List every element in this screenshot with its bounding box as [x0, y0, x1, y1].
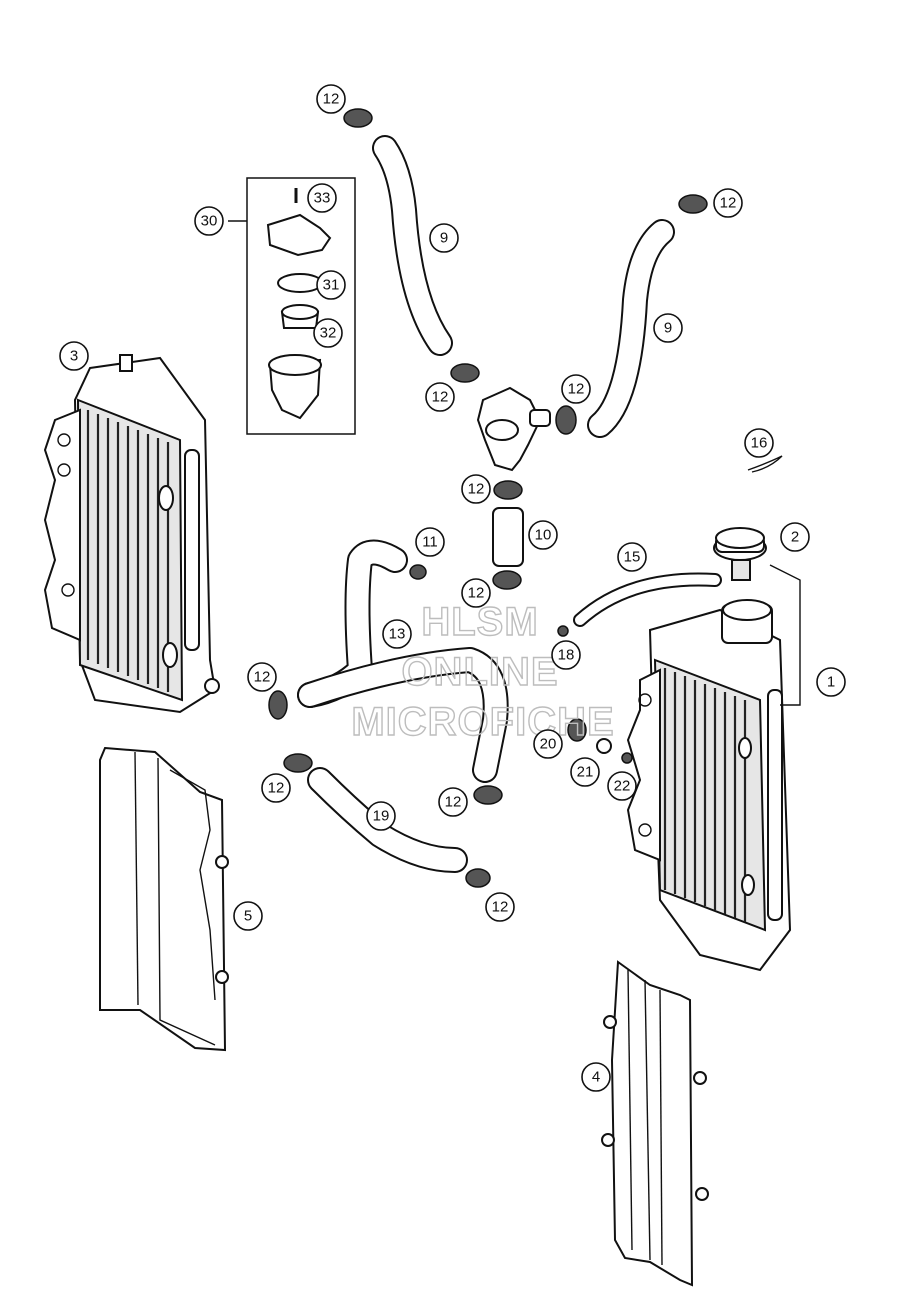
- callout-32: 32: [313, 318, 343, 348]
- callout-18: 18: [551, 640, 581, 670]
- callout-label: 30: [201, 213, 218, 230]
- callout-label: 9: [440, 230, 448, 247]
- callout-12b: 12: [713, 188, 743, 218]
- watermark: HLSM ONLINE MICROFICHE: [351, 599, 615, 744]
- callout-label: 12: [432, 389, 449, 406]
- callout-15: 15: [617, 542, 647, 572]
- radiator-cap: [713, 527, 767, 581]
- callout-label: 12: [492, 899, 509, 916]
- callout-9b: 9: [653, 313, 683, 343]
- callout-label: 15: [624, 549, 641, 566]
- callout-4: 4: [581, 1062, 611, 1092]
- callout-label: 3: [70, 348, 78, 365]
- callout-label: 20: [540, 736, 557, 753]
- callout-label: 12: [323, 91, 340, 108]
- callout-label: 19: [373, 808, 390, 825]
- callout-9a: 9: [429, 223, 459, 253]
- callout-12j: 12: [485, 892, 515, 922]
- callout-label: 12: [568, 381, 585, 398]
- hoses: [297, 135, 783, 873]
- callout-label: 21: [577, 764, 594, 781]
- leader-line-1: [769, 564, 801, 706]
- callout-13: 13: [382, 619, 412, 649]
- callout-label: 11: [422, 534, 438, 551]
- callout-label: 12: [254, 669, 271, 686]
- callout-label: 12: [720, 195, 737, 212]
- callout-label: 4: [592, 1069, 600, 1086]
- callout-5: 5: [233, 901, 263, 931]
- callout-12g: 12: [247, 662, 277, 692]
- thermostat-kit: [228, 177, 356, 435]
- callout-1: 1: [816, 667, 846, 697]
- callout-label: 33: [314, 190, 331, 207]
- callout-label: 12: [445, 794, 462, 811]
- callouts: 1 2 3 4 5 9 9 10 11 12 12 12 12 12 12 12…: [59, 84, 846, 1092]
- callout-label: 13: [389, 626, 406, 643]
- callout-12i: 12: [438, 787, 468, 817]
- callout-20: 20: [533, 729, 563, 759]
- callout-label: 10: [535, 527, 552, 544]
- callout-31: 31: [316, 270, 346, 300]
- left-shroud: [99, 746, 229, 1052]
- clamps: [268, 108, 708, 888]
- callout-label: 2: [791, 529, 799, 546]
- callout-label: 32: [320, 325, 337, 342]
- right-shroud: [601, 960, 709, 1287]
- callout-label: 31: [323, 277, 340, 294]
- callout-label: 12: [468, 481, 485, 498]
- callout-12a: 12: [316, 84, 346, 114]
- callout-label: 16: [751, 435, 768, 452]
- callout-12d: 12: [561, 374, 591, 404]
- callout-16: 16: [744, 428, 774, 458]
- callout-22: 22: [607, 771, 637, 801]
- callout-12e: 12: [461, 474, 491, 504]
- callout-3: 3: [59, 341, 89, 371]
- callout-label: 1: [827, 674, 835, 691]
- callout-label: 18: [558, 647, 575, 664]
- left-radiator: [43, 354, 220, 714]
- watermark-line-3: MICROFICHE: [351, 700, 614, 744]
- callout-label: 12: [268, 780, 285, 797]
- callout-2: 2: [780, 522, 810, 552]
- callout-label: 22: [614, 778, 631, 795]
- right-radiator: [626, 599, 792, 972]
- pump-housing: [476, 386, 551, 472]
- callout-19: 19: [366, 801, 396, 831]
- callout-30: 30: [194, 206, 224, 236]
- callout-33: 33: [307, 183, 337, 213]
- callout-10: 10: [528, 520, 558, 550]
- callout-label: 5: [244, 908, 252, 925]
- callout-label: 12: [468, 585, 485, 602]
- watermark-line-2: ONLINE: [401, 650, 558, 694]
- callout-21: 21: [570, 757, 600, 787]
- callout-11: 11: [415, 527, 445, 557]
- callout-12f: 12: [461, 578, 491, 608]
- callout-12h: 12: [261, 773, 291, 803]
- callout-label: 9: [664, 320, 672, 337]
- callout-12c: 12: [425, 382, 455, 412]
